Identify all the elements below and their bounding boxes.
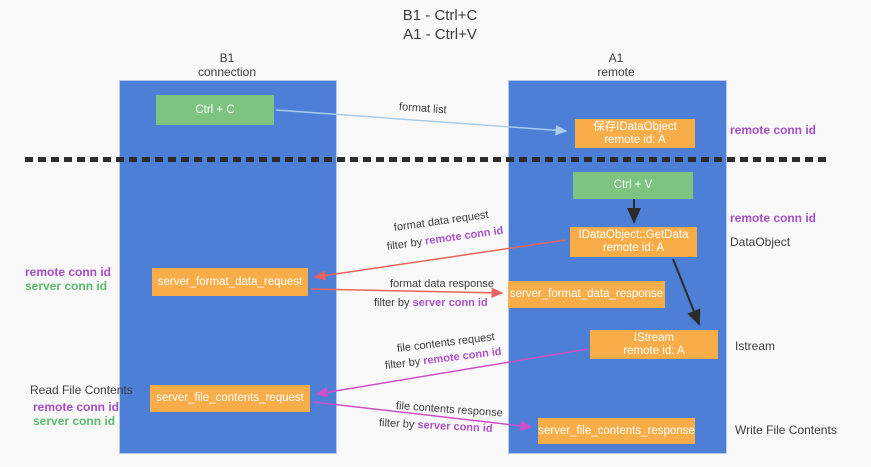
idataobject-getdata-box: IDataObject::GetData remote id: A	[570, 227, 697, 257]
save-idataobject-line1: 保存IDataObject	[593, 120, 677, 133]
filter-server-conn-id-1-value: server conn id	[412, 297, 488, 309]
file-contents-response-label: file contents response	[395, 400, 504, 420]
server-format-data-request-box: server_format_data_request	[152, 268, 308, 296]
lifeline-b1-name: B1	[219, 51, 235, 65]
format-data-response-label: format data response	[390, 278, 494, 290]
ctrl-v-box: Ctrl + V	[573, 172, 693, 199]
lifeline-a1-header: A1 remote	[556, 51, 676, 79]
server-file-contents-request-box: server_file_contents_request	[150, 385, 310, 412]
filter-by-server-conn-id-1: filter by server conn id	[374, 297, 488, 309]
server-file-contents-response-box: server_file_contents_response	[538, 418, 695, 444]
diagram-title: B1 - Ctrl+C A1 - Ctrl+V	[330, 6, 550, 44]
ctrl-v-label: Ctrl + V	[613, 179, 653, 191]
ctrl-c-label: Ctrl + C	[195, 103, 235, 116]
machine-boundary-dashed-line	[25, 157, 831, 162]
left-remote-conn-id-1: remote conn id	[25, 265, 112, 279]
server-format-data-request-label: server_format_data_request	[157, 275, 303, 288]
filter-by-server-conn-id-2: filter by server conn id	[379, 417, 493, 435]
left-server-conn-id-2: server conn id	[33, 414, 116, 428]
filter-remote-conn-id-1-value: remote conn id	[424, 224, 505, 248]
save-idataobject-box: 保存IDataObject remote id: A	[575, 119, 695, 148]
server-format-data-response-label: server_format_data_response	[509, 288, 664, 300]
filter-prefix-4: filter by	[378, 417, 418, 432]
read-file-contents-annotation: Read File Contents	[30, 383, 133, 397]
left-remote-conn-id-2: remote conn id	[33, 400, 120, 414]
filter-prefix-3: filter by	[384, 355, 424, 372]
istream-annotation: Istream	[735, 339, 776, 353]
left-server-conn-id-1: server conn id	[25, 279, 108, 293]
filter-server-conn-id-2-value: server conn id	[417, 419, 493, 435]
dataobject-annotation: DataObject	[730, 235, 791, 249]
idataobject-getdata-line2: remote id: A	[602, 242, 665, 254]
server-file-contents-request-label: server_file_contents_request	[156, 392, 304, 404]
diagram-title-line1: B1 - Ctrl+C	[402, 7, 478, 24]
lifeline-b1-role: connection	[197, 65, 257, 79]
ctrl-c-box: Ctrl + C	[156, 95, 274, 125]
idataobject-getdata-line1: IDataObject::GetData	[578, 229, 689, 241]
filter-prefix-1: filter by	[386, 235, 426, 253]
lifeline-b1-header: B1 connection	[167, 51, 287, 79]
write-file-contents-annotation: Write File Contents	[735, 423, 837, 437]
diagram-title-line2: A1 - Ctrl+V	[403, 26, 477, 43]
lifeline-a1-role: remote	[597, 65, 635, 79]
remote-conn-id-mid-annotation: remote conn id	[730, 211, 817, 225]
format-list-label: format list	[398, 101, 447, 117]
filter-prefix-2: filter by	[374, 297, 413, 309]
istream-line2: remote id: A	[623, 344, 685, 357]
remote-conn-id-top-annotation: remote conn id	[730, 123, 817, 137]
istream-line1: IStream	[633, 331, 675, 344]
server-file-contents-response-label: server_file_contents_response	[538, 424, 695, 437]
istream-box: IStream remote id: A	[590, 330, 718, 359]
lifeline-a1-name: A1	[608, 51, 624, 65]
server-format-data-response-box: server_format_data_response	[508, 281, 665, 308]
save-idataobject-line2: remote id: A	[604, 133, 666, 146]
